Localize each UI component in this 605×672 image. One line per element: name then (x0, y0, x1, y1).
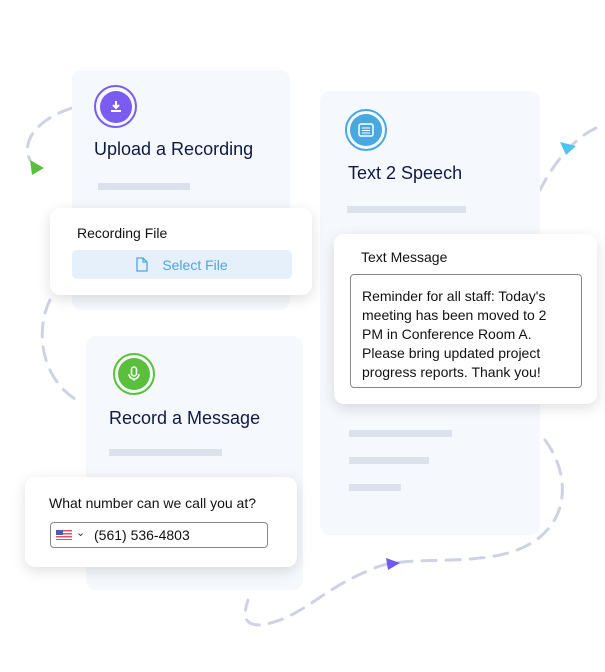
select-file-button[interactable]: Select File (72, 250, 292, 279)
text-message-label: Text Message (361, 249, 448, 265)
record-title: Record a Message (109, 408, 261, 428)
placeholder-bar (349, 457, 429, 464)
placeholder-bar (109, 449, 222, 456)
us-flag-icon[interactable] (56, 530, 72, 540)
upload-title: Upload a Recording (94, 139, 254, 159)
arrow-green (30, 160, 44, 175)
placeholder-bar (349, 484, 401, 491)
text-message-input[interactable]: Reminder for all staff: Today's meeting … (350, 274, 582, 388)
phone-popup: What number can we call you at? ⌄ (561) … (25, 477, 297, 567)
placeholder-bar (349, 430, 452, 437)
download-icon (94, 85, 137, 128)
placeholder-bar (347, 206, 466, 213)
phone-input[interactable]: ⌄ (561) 536-4803 (50, 522, 268, 548)
text-icon (345, 109, 387, 151)
tts-title: Text 2 Speech (348, 163, 463, 183)
recording-file-popup: Recording File Select File (50, 208, 312, 295)
microphone-icon (113, 353, 155, 395)
phone-number: (561) 536-4803 (94, 527, 190, 543)
placeholder-bar (98, 183, 190, 190)
chevron-down-icon[interactable]: ⌄ (76, 527, 86, 539)
arrow-purple (386, 558, 400, 570)
phone-label: What number can we call you at? (49, 495, 256, 511)
arrow-cyan (560, 142, 576, 155)
recording-file-label: Recording File (77, 225, 168, 241)
select-file-label: Select File (162, 256, 228, 273)
file-icon (136, 257, 148, 272)
text-message-popup: Text Message Reminder for all staff: Tod… (334, 234, 597, 404)
